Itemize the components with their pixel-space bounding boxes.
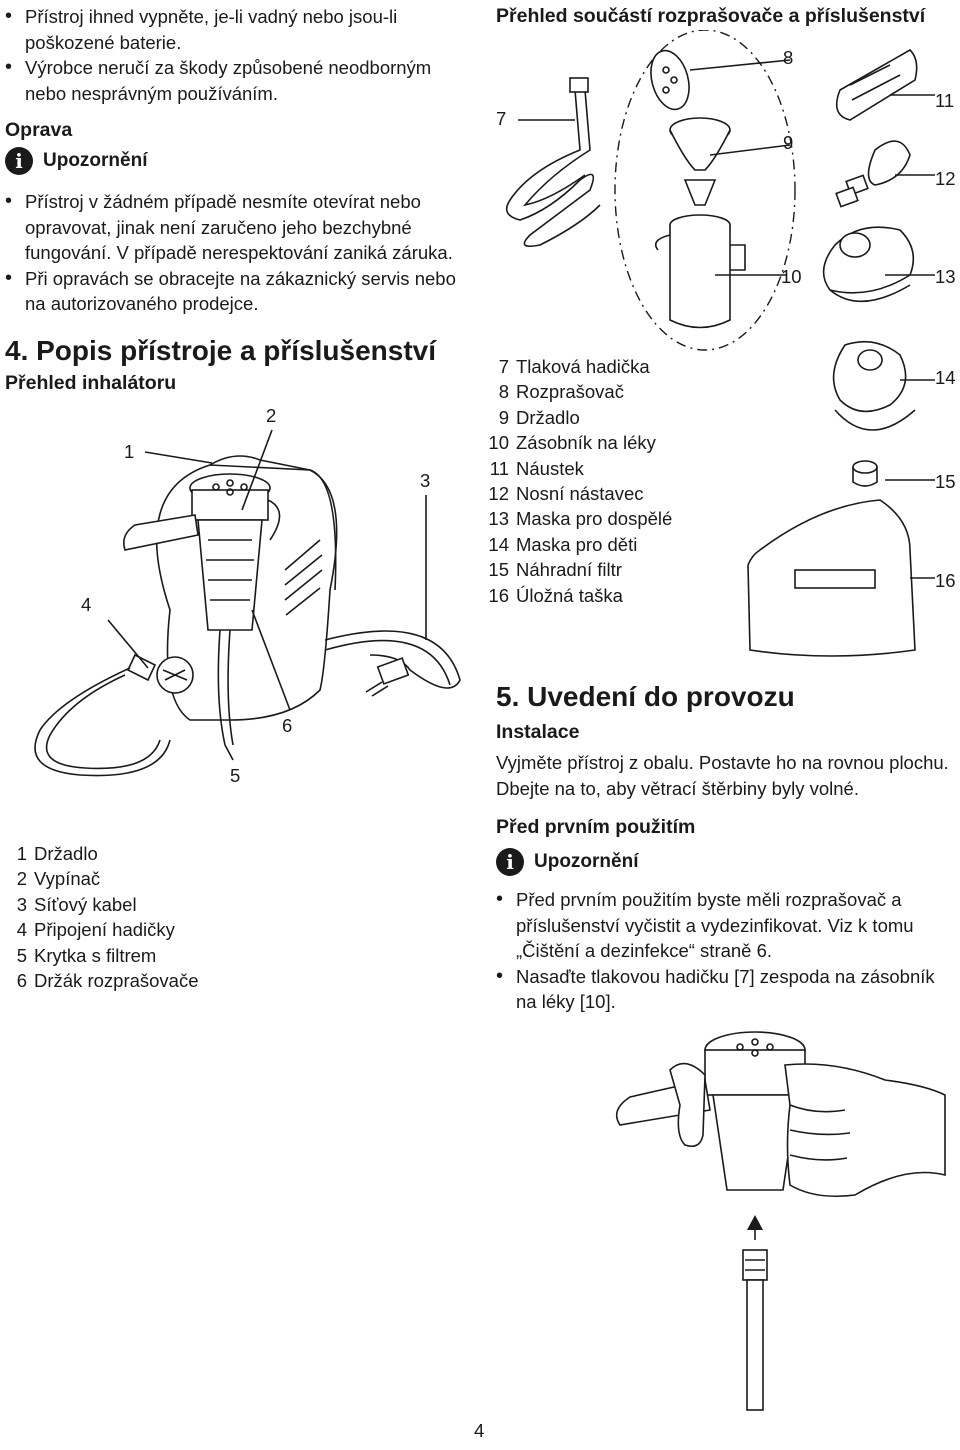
warning-label: Upozornění <box>43 150 148 171</box>
callout-1: 1 <box>124 441 135 462</box>
first-use-bullet: Nasaďte tlakovou hadičku [7] zespoda na … <box>496 964 958 1015</box>
callout-13: 13 <box>935 266 956 287</box>
callout-4: 4 <box>81 594 92 615</box>
inhalator-heading: Přehled inhalátoru <box>5 372 177 394</box>
intro-bullet: Přístroj ihned vypněte, je-li vadný nebo… <box>5 4 475 55</box>
callout-7: 7 <box>496 108 507 129</box>
intro-bullet: Výrobce neručí za škody způsobené neodbo… <box>5 55 475 106</box>
intro-bullet-list: Přístroj ihned vypněte, je-li vadný nebo… <box>5 4 475 106</box>
callout-11: 11 <box>935 90 955 111</box>
callout-9: 9 <box>783 132 794 153</box>
repair-heading: Oprava <box>5 119 73 141</box>
info-icon: i <box>496 848 524 876</box>
callout-8: 8 <box>783 47 794 68</box>
parts-heading: Přehled součástí rozprašovače a přísluše… <box>496 5 926 27</box>
warning-label: Upozornění <box>534 851 639 872</box>
repair-bullet: Přístroj v žádném případě nesmíte otevír… <box>5 189 467 266</box>
callout-14: 14 <box>935 367 956 388</box>
callout-10: 10 <box>781 266 802 287</box>
repair-warning: i Upozornění <box>5 147 148 175</box>
callout-3: 3 <box>420 470 431 491</box>
callout-15: 15 <box>935 471 956 492</box>
callout-6: 6 <box>282 715 293 736</box>
parts-illustration <box>505 30 935 657</box>
inhalator-illustration <box>34 429 461 777</box>
repair-bullet-list: Přístroj v žádném případě nesmíte otevír… <box>5 189 467 317</box>
first-use-heading: Před prvním použitím <box>496 816 696 838</box>
page-number: 4 <box>474 1420 485 1441</box>
first-use-bullet-list: Před prvním použitím byste měli rozprašo… <box>496 887 958 1015</box>
callout-5: 5 <box>230 765 241 786</box>
install-text: Vyjměte přístroj z obalu. Postavte ho na… <box>496 752 949 799</box>
hose-attachment-illustration <box>615 1031 946 1411</box>
repair-bullet: Při opravách se obracejte na zákaznický … <box>5 266 467 317</box>
section-4-title: 4. Popis přístroje a příslušenství <box>5 335 437 366</box>
first-use-warning: i Upozornění <box>496 848 639 876</box>
install-heading: Instalace <box>496 721 580 743</box>
info-icon: i <box>5 147 33 175</box>
callout-16: 16 <box>935 570 956 591</box>
section-5-title: 5. Uvedení do provozu <box>496 681 795 712</box>
callout-2: 2 <box>266 405 277 426</box>
callout-12: 12 <box>935 168 956 189</box>
first-use-bullet: Před prvním použitím byste měli rozprašo… <box>496 887 958 964</box>
